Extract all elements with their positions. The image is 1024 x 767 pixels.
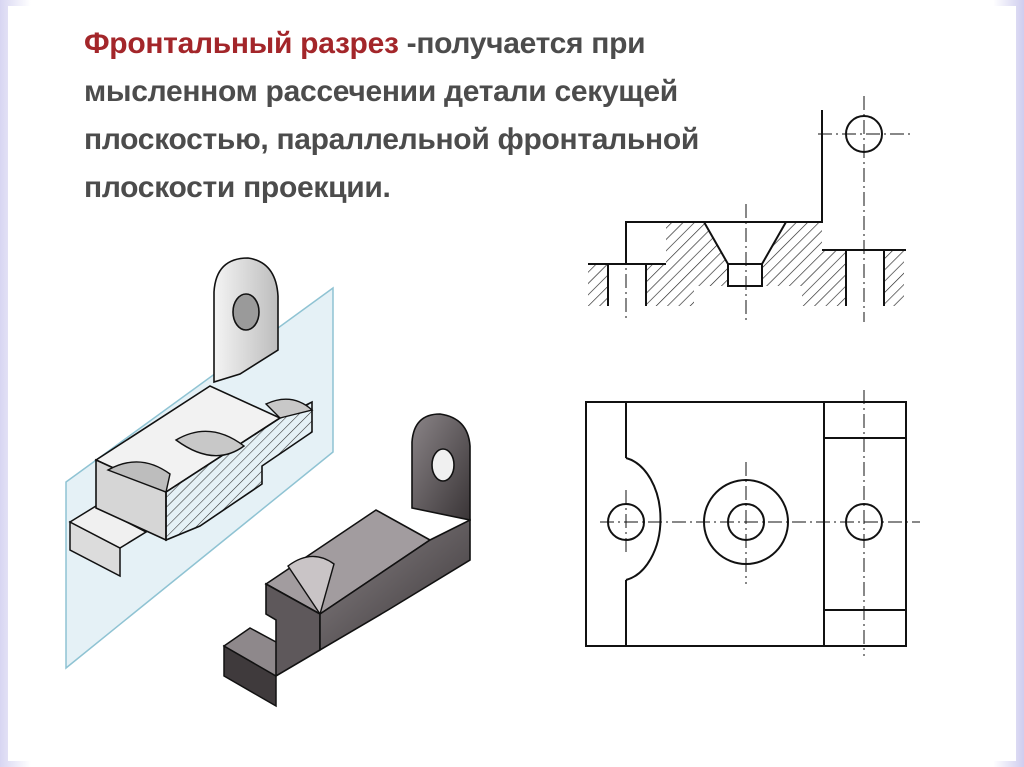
section-outline — [588, 110, 823, 265]
top-view-outline — [585, 401, 907, 647]
solid-part-notch — [287, 555, 335, 616]
section-hatch-center-right — [762, 222, 846, 306]
top-view-center-lines — [600, 390, 920, 656]
cut-part-hole-middle — [174, 430, 246, 457]
slide-panel — [8, 6, 1016, 761]
isometric-solid-view — [222, 413, 471, 708]
cut-part-hole-right — [264, 398, 314, 419]
term-heading: Фронтальный разрез — [84, 27, 399, 60]
cut-part-hole-left — [106, 461, 171, 493]
top-view-half-hole — [625, 457, 662, 581]
solid-part-side — [319, 518, 471, 652]
section-hatch-right — [884, 250, 904, 306]
isometric-section-view — [65, 257, 334, 670]
section-hatch-left — [588, 264, 608, 306]
section-countersink — [703, 221, 787, 287]
solid-part-lug-hole — [431, 448, 455, 482]
section-center-lines — [625, 96, 914, 322]
frontal-section-drawing — [588, 96, 914, 322]
cut-part-lug-hole — [232, 293, 260, 331]
definition-text: Фронтальный разрез -получается при мысле… — [84, 20, 724, 212]
section-hatch-center-left — [646, 222, 728, 306]
cut-part-base-top — [68, 505, 148, 549]
top-view-drawing — [585, 390, 920, 656]
definition-body: -получается при мысленном рассечении дет… — [84, 27, 699, 204]
